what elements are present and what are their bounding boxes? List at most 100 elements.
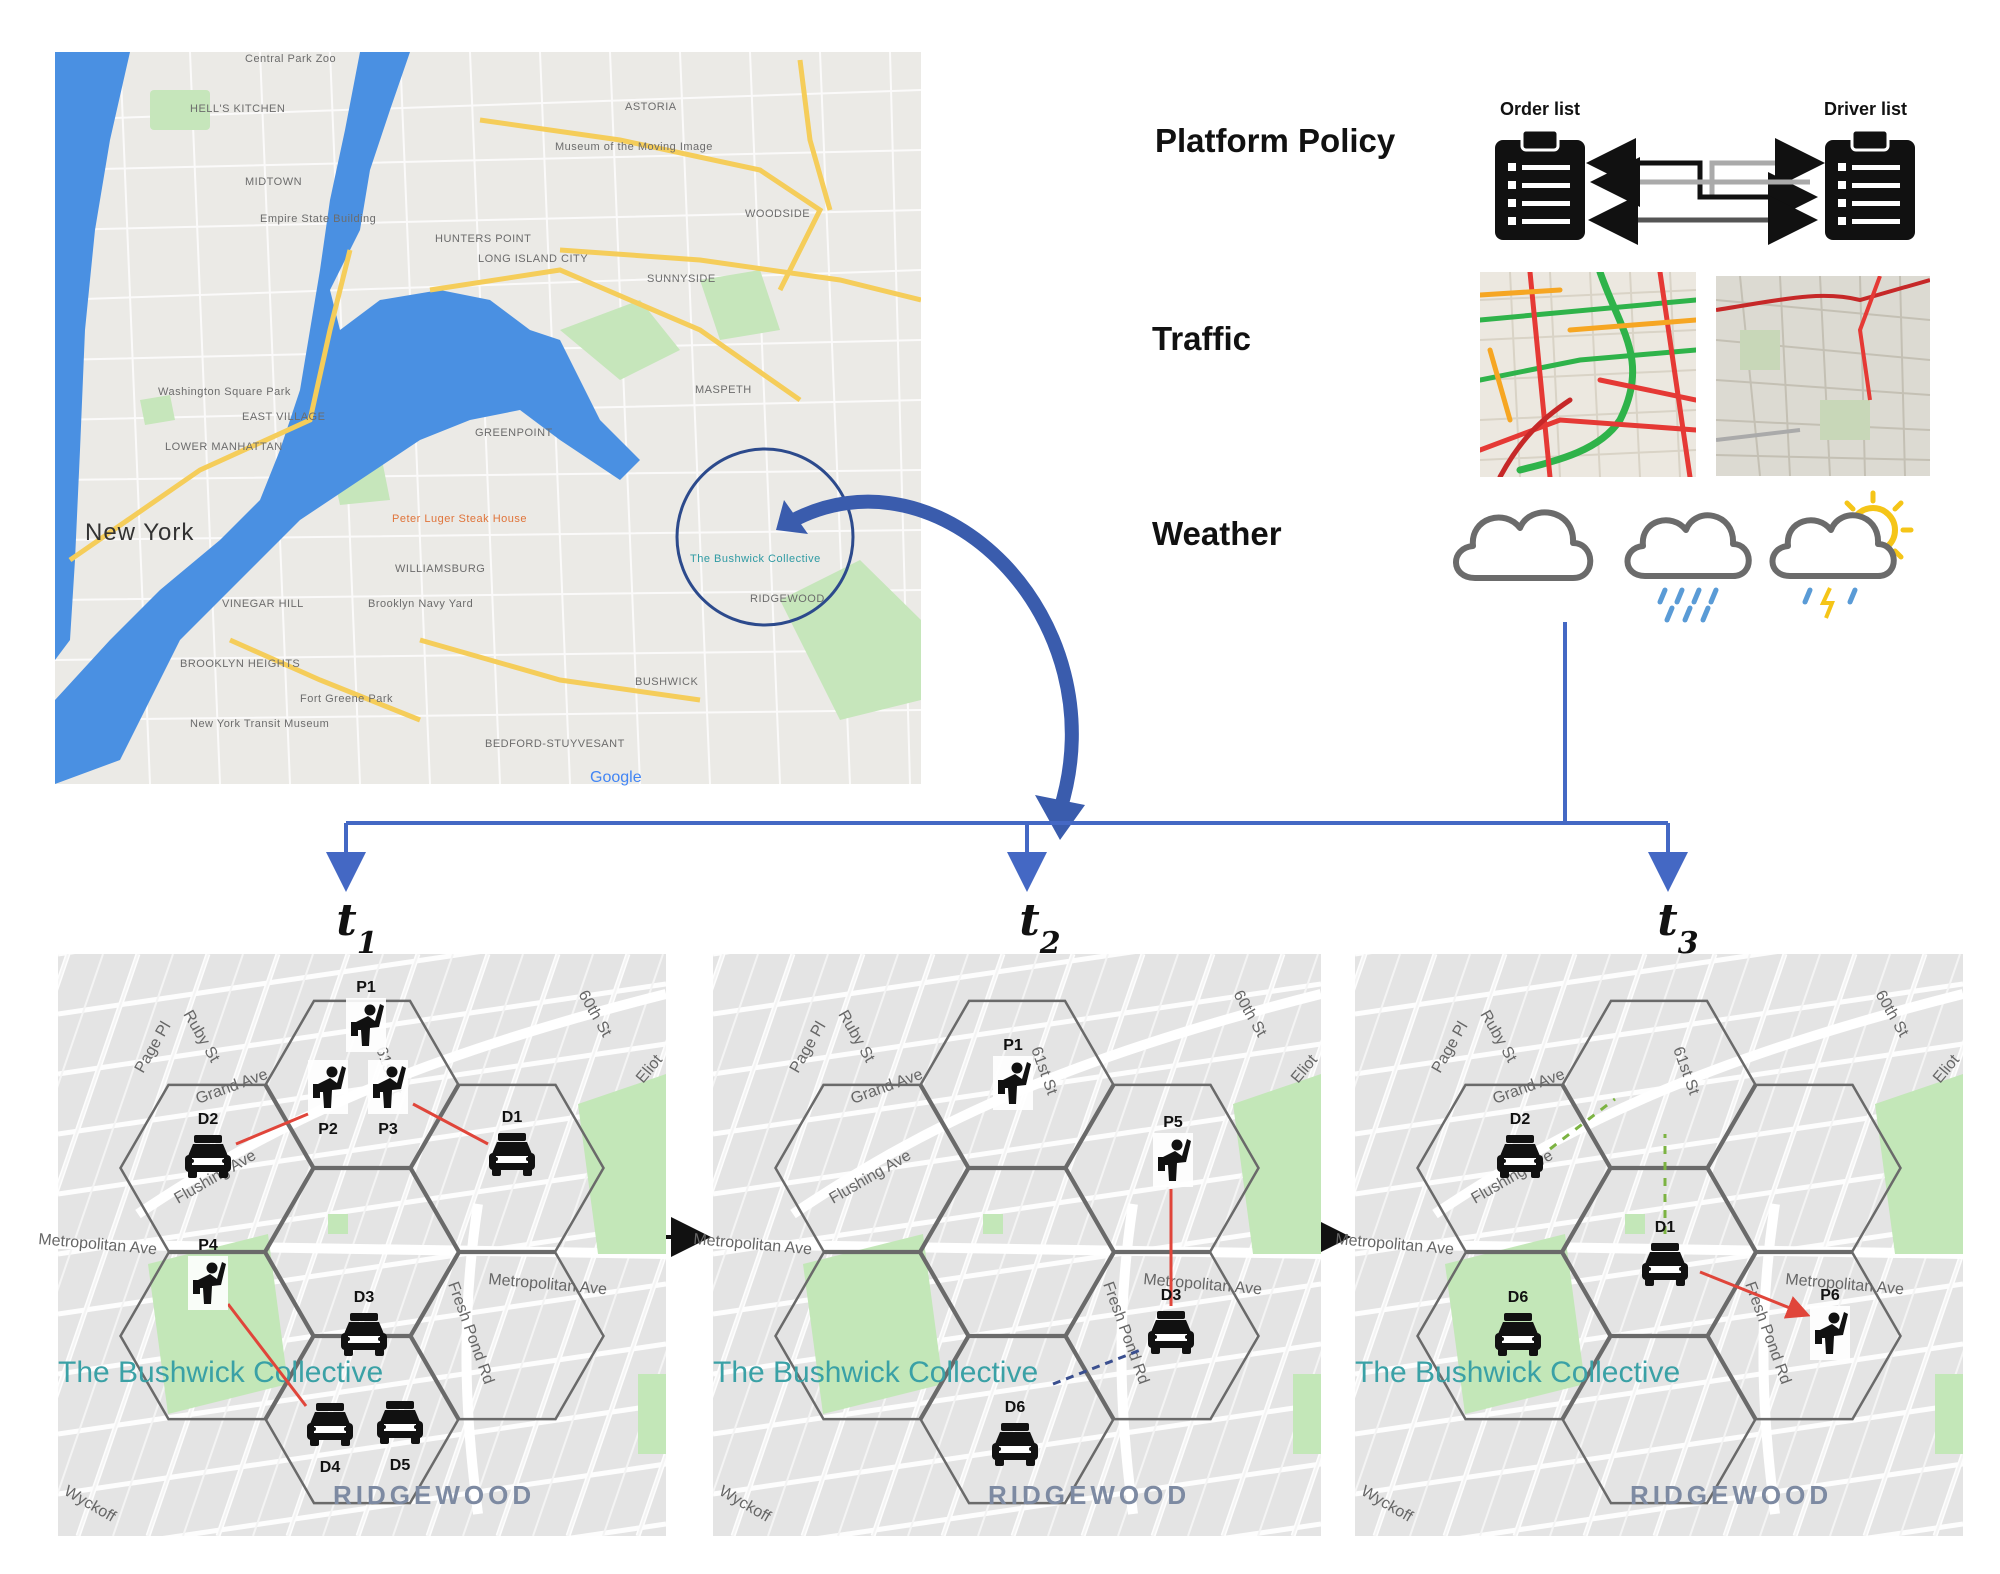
place-label-astoria: ASTORIA [625,101,677,113]
panel-map-background [713,954,1321,1536]
place-label-hunters-point: HUNTERS POINT [435,233,531,245]
place-label-brooklyn-heights: BROOKLYN HEIGHTS [180,658,300,670]
place-label-the-bushwick-collective: The Bushwick Collective [690,553,821,565]
passenger-p6: P6 [1810,1287,1850,1360]
passenger-p1: P1 [993,1037,1033,1110]
traffic-map-2 [1716,276,1930,476]
place-label-brooklyn-navy-yard: Brooklyn Navy Yard [368,598,473,610]
place-label-hell-s-kitchen: HELL'S KITCHEN [190,103,285,115]
entity-label: D2 [198,1111,219,1128]
place-label-bushwick: BUSHWICK [635,676,698,688]
hex-cell [264,999,460,1169]
driver-d6: D6 [1495,1289,1541,1356]
match-line [226,1303,308,1407]
driver-d3: D3 [1148,1287,1194,1354]
driver-list-icon [1825,128,1915,240]
match-lines [226,1102,489,1407]
order-list-icon [1495,128,1585,240]
place-label-midtown: MIDTOWN [245,176,302,188]
driver-d6: D6 [992,1399,1038,1466]
hex-cell [1561,999,1757,1169]
hex-cell [1065,1251,1260,1421]
place-label-lower-manhattan: LOWER MANHATTAN [165,441,283,453]
place-label-empire-state-building: Empire State Building [260,213,376,225]
place-label-long-island-city: LONG ISLAND CITY [478,253,588,265]
passenger-icon [308,1060,348,1114]
zoom-flow-arrow [783,494,1079,817]
timeline-label-3: t3 [1657,895,1698,961]
ridgewood-label: RIDGEWOOD [1630,1480,1832,1510]
place-label-bedford-stuyvesant: BEDFORD-STUYVESANT [485,738,625,750]
time-symbol: t [336,895,356,946]
passenger-icon [346,998,386,1052]
hex-cell [1707,1251,1902,1421]
park-areas [140,90,921,720]
match-line [412,1102,489,1146]
entity-label: P6 [1820,1287,1840,1304]
time-subscript: 2 [1039,926,1061,961]
hex-grid [774,999,1260,1505]
entity-label: D6 [1005,1399,1026,1416]
hex-cell [264,1167,460,1337]
google-logo: Google [590,769,642,786]
entity-label: D3 [1161,1287,1182,1304]
sun-storm-cloud-icon [1769,490,1914,619]
hex-cell [1065,1083,1260,1253]
place-label-woodside: WOODSIDE [745,208,810,220]
place-label-fort-greene-park: Fort Greene Park [300,693,393,705]
entity-label: P2 [318,1121,338,1138]
hex-cell [1561,1335,1757,1505]
time-subscript: 1 [357,926,378,961]
time-symbol: t [1019,895,1039,946]
platform-policy-label: Platform Policy [1155,122,1396,159]
hex-cell [119,1251,314,1421]
hudson-river [55,52,130,660]
ridgewood-label: RIDGEWOOD [333,1480,535,1510]
place-label-east-village: EAST VILLAGE [242,411,325,423]
place-label-washington-square-park: Washington Square Park [158,386,291,398]
place-label-sunnyside: SUNNYSIDE [647,273,716,285]
hex-cell [919,1335,1115,1505]
time-subscript: 3 [1678,926,1699,961]
bushwick-collective-label: The Bushwick Collective [1355,1356,1680,1389]
hex-grid [119,999,605,1505]
passenger-p4: P4 [188,1237,228,1310]
east-river [55,52,640,784]
place-label-vinegar-hill: VINEGAR HILL [222,598,304,610]
driver-list-label: Driver list [1824,99,1907,119]
zoom-flow-arrowhead [1035,795,1085,840]
hex-cell [774,1083,969,1253]
match-line [235,1112,309,1146]
entity-label: D1 [1655,1219,1676,1236]
passenger-p3: P3 [368,1060,408,1138]
rain-cloud-icon [1624,512,1752,623]
bushwick-collective-label: The Bushwick Collective [58,1356,383,1389]
entity-label: D1 [502,1109,523,1126]
place-label-central-park-zoo: Central Park Zoo [245,53,336,65]
hex-cell [1416,1083,1611,1253]
zoom-region-circle [675,447,855,627]
driver-d1: D1 [1642,1219,1688,1286]
hex-cell [919,999,1115,1169]
match-lines [1052,1189,1173,1386]
bushwick-collective-label: The Bushwick Collective [713,1356,1038,1389]
match-line [1549,1097,1616,1151]
driver-d1: D1 [489,1109,535,1176]
timeline-label-1: t1 [336,895,377,961]
timeline-label-2: t2 [1019,895,1060,961]
entity-label: D2 [1510,1111,1531,1128]
cloud-icon [1453,509,1594,581]
passenger-p5: P5 [1153,1114,1193,1187]
passenger-icon [1810,1306,1850,1360]
passenger-p2: P2 [308,1060,348,1138]
place-label-ridgewood: RIDGEWOOD [750,593,825,605]
place-label-peter-luger-steak-house: Peter Luger Steak House [392,513,527,525]
passenger-p1: P1 [346,979,386,1052]
ridgewood-label: RIDGEWOOD [988,1480,1190,1510]
